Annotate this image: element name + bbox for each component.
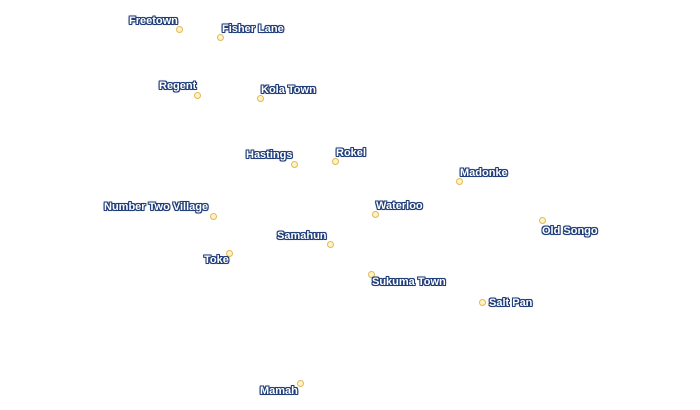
place-label-mamah: Mamah (260, 385, 298, 397)
place-marker-regent[interactable] (194, 92, 201, 99)
place-label-number-two-village: Number Two Village (104, 201, 209, 213)
place-marker-mamah[interactable] (297, 380, 304, 387)
place-label-old-songo: Old Songo (542, 225, 598, 237)
place-marker-samahun[interactable] (327, 241, 334, 248)
place-label-kola-town: Kola Town (261, 84, 316, 96)
place-marker-kola-town[interactable] (257, 95, 264, 102)
place-label-regent: Regent (159, 80, 197, 92)
place-label-salt-pan: Salt Pan (489, 297, 533, 309)
place-label-waterloo: Waterloo (376, 200, 423, 212)
place-marker-number-two-village[interactable] (210, 213, 217, 220)
place-marker-freetown[interactable] (176, 26, 183, 33)
place-label-toke: Toke (204, 254, 229, 266)
place-label-sukuma-town: Sukuma Town (372, 276, 446, 288)
place-label-samahun: Samahun (277, 230, 327, 242)
place-marker-old-songo[interactable] (539, 217, 546, 224)
place-marker-hastings[interactable] (291, 161, 298, 168)
place-marker-salt-pan[interactable] (479, 299, 486, 306)
place-label-fisher-lane: Fisher Lane (222, 23, 284, 35)
place-marker-toke[interactable] (226, 250, 233, 257)
place-marker-sukuma-town[interactable] (368, 271, 375, 278)
place-marker-fisher-lane[interactable] (217, 34, 224, 41)
place-label-rokel: Rokel (336, 147, 366, 159)
place-marker-waterloo[interactable] (372, 211, 379, 218)
place-label-madonke: Madonke (460, 167, 508, 179)
place-label-hastings: Hastings (246, 149, 293, 161)
place-label-freetown: Freetown (129, 15, 178, 27)
place-marker-rokel[interactable] (332, 158, 339, 165)
place-marker-madonke[interactable] (456, 178, 463, 185)
